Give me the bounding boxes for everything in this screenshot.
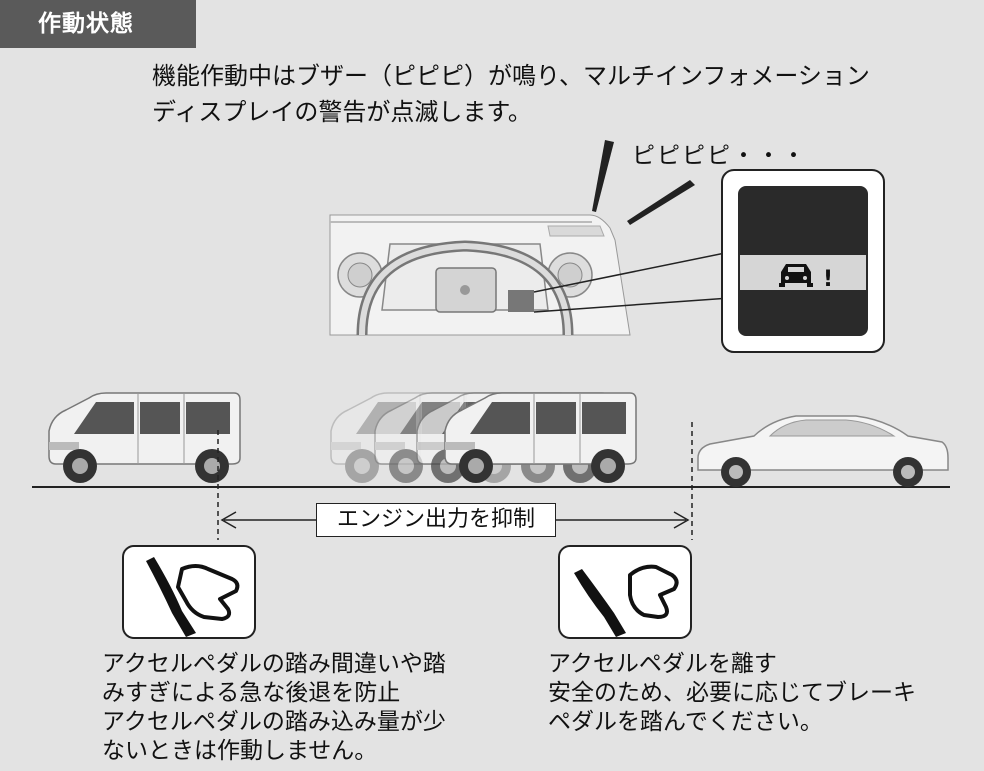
pedal-pressed-box xyxy=(122,545,256,639)
van-stationary xyxy=(48,392,241,484)
right-caption-line: 安全のため、必要に応じてブレーキ xyxy=(548,680,916,706)
intro-line: 機能作動中はブザー（ピピピ）が鳴り、マルチインフォメーション xyxy=(152,62,870,90)
foot-releasing-pedal-icon xyxy=(574,564,679,637)
left-caption-line: みすぎによる急な後退を防止 xyxy=(102,680,401,706)
vehicle-behind xyxy=(697,415,949,488)
warning-exclamation: ! xyxy=(823,267,833,292)
right-caption-line: ペダルを踏んでください。 xyxy=(548,709,823,735)
right-caption: アクセルペダルを離す 安全のため、必要に応じてブレーキ ペダルを踏んでください。 xyxy=(548,650,916,737)
dashboard-illustration xyxy=(329,214,631,336)
car-warning-icon: ! xyxy=(779,264,833,292)
left-caption: アクセルペダルの踏み間違いや踏 みすぎによる急な後退を防止 アクセルペダルの踏み… xyxy=(102,650,446,766)
info-display-callout: ! xyxy=(721,169,885,353)
callout-lines xyxy=(533,251,731,313)
intro-text: 機能作動中はブザー（ピピピ）が鳴り、マルチインフォメーション ディスプレイの警告… xyxy=(152,58,932,130)
foot-pressing-pedal-icon xyxy=(146,557,240,637)
sound-lines xyxy=(592,140,695,225)
beep-label: ピピピピ・・・ xyxy=(632,143,807,169)
range-label: エンジン出力を抑制 xyxy=(316,503,556,537)
left-caption-line: アクセルペダルの踏み間違いや踏 xyxy=(102,651,446,677)
right-caption-line: アクセルペダルを離す xyxy=(548,651,777,677)
range-markers xyxy=(217,422,693,540)
left-caption-line: ないときは作動しません。 xyxy=(102,738,378,764)
section-heading: 作動状態 xyxy=(0,0,196,48)
pedal-released-box xyxy=(558,545,692,639)
left-caption-line: アクセルペダルの踏み込み量が少 xyxy=(102,709,446,735)
intro-line: ディスプレイの警告が点滅します。 xyxy=(152,98,532,126)
